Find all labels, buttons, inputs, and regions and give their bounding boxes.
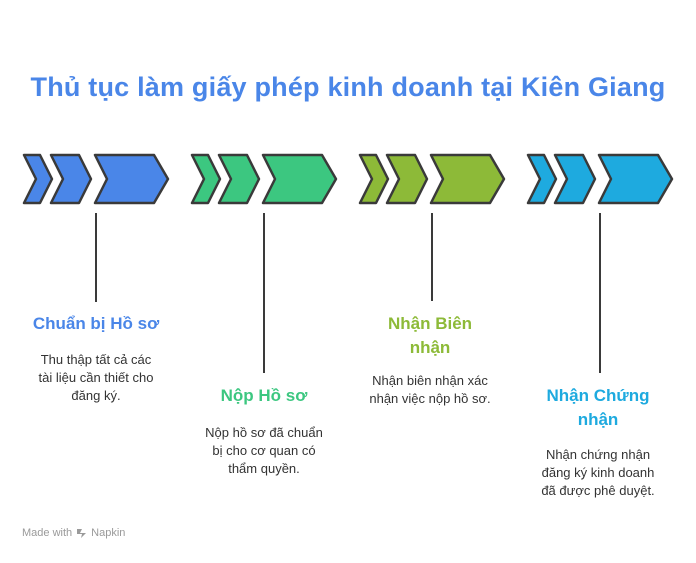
chevron-medium (49, 153, 93, 205)
step-title: Nhận Chứng nhận (546, 386, 650, 429)
chevron-large (93, 153, 170, 205)
made-with-label: Made with (22, 527, 73, 539)
connector-line (599, 213, 601, 373)
chevron-medium (553, 153, 597, 205)
step-description: Nhận biên nhận xác nhận việc nộp hồ sơ. (369, 373, 491, 406)
connector-line (263, 213, 265, 373)
footer: Made with Napkin (22, 527, 125, 539)
triple-chevron-arrow-icon (190, 153, 338, 205)
chevron-small (526, 153, 558, 205)
triple-chevron-arrow-icon (358, 153, 506, 205)
step-description: Nộp hồ sơ đã chuẩn bị cho cơ quan có thẩ… (205, 425, 323, 476)
chevron-large (597, 153, 674, 205)
step-description: Thu thập tất cả các tài liệu cần thiết c… (38, 352, 154, 403)
connector-line (431, 213, 433, 301)
chevron-small (190, 153, 222, 205)
diagram-title: Thủ tục làm giấy phép kinh doanh tại Kiê… (30, 72, 666, 102)
triple-chevron-arrow-icon (526, 153, 674, 205)
triple-chevron-arrow-icon (22, 153, 170, 205)
chevron-small (22, 153, 54, 205)
step-title: Chuẩn bị Hồ sơ (32, 314, 160, 333)
step-title: Nộp Hồ sơ (220, 386, 308, 405)
chevron-large (261, 153, 338, 205)
chevron-large (429, 153, 506, 205)
connector-line (95, 213, 97, 302)
chevron-medium (385, 153, 429, 205)
step-title: Nhận Biên nhận (387, 314, 473, 357)
napkin-logo-icon (77, 528, 87, 538)
napkin-brand-label[interactable]: Napkin (91, 527, 126, 539)
chevron-small (358, 153, 390, 205)
step-description: Nhận chứng nhận đăng ký kinh doanh đã đư… (541, 447, 655, 498)
chevron-medium (217, 153, 261, 205)
